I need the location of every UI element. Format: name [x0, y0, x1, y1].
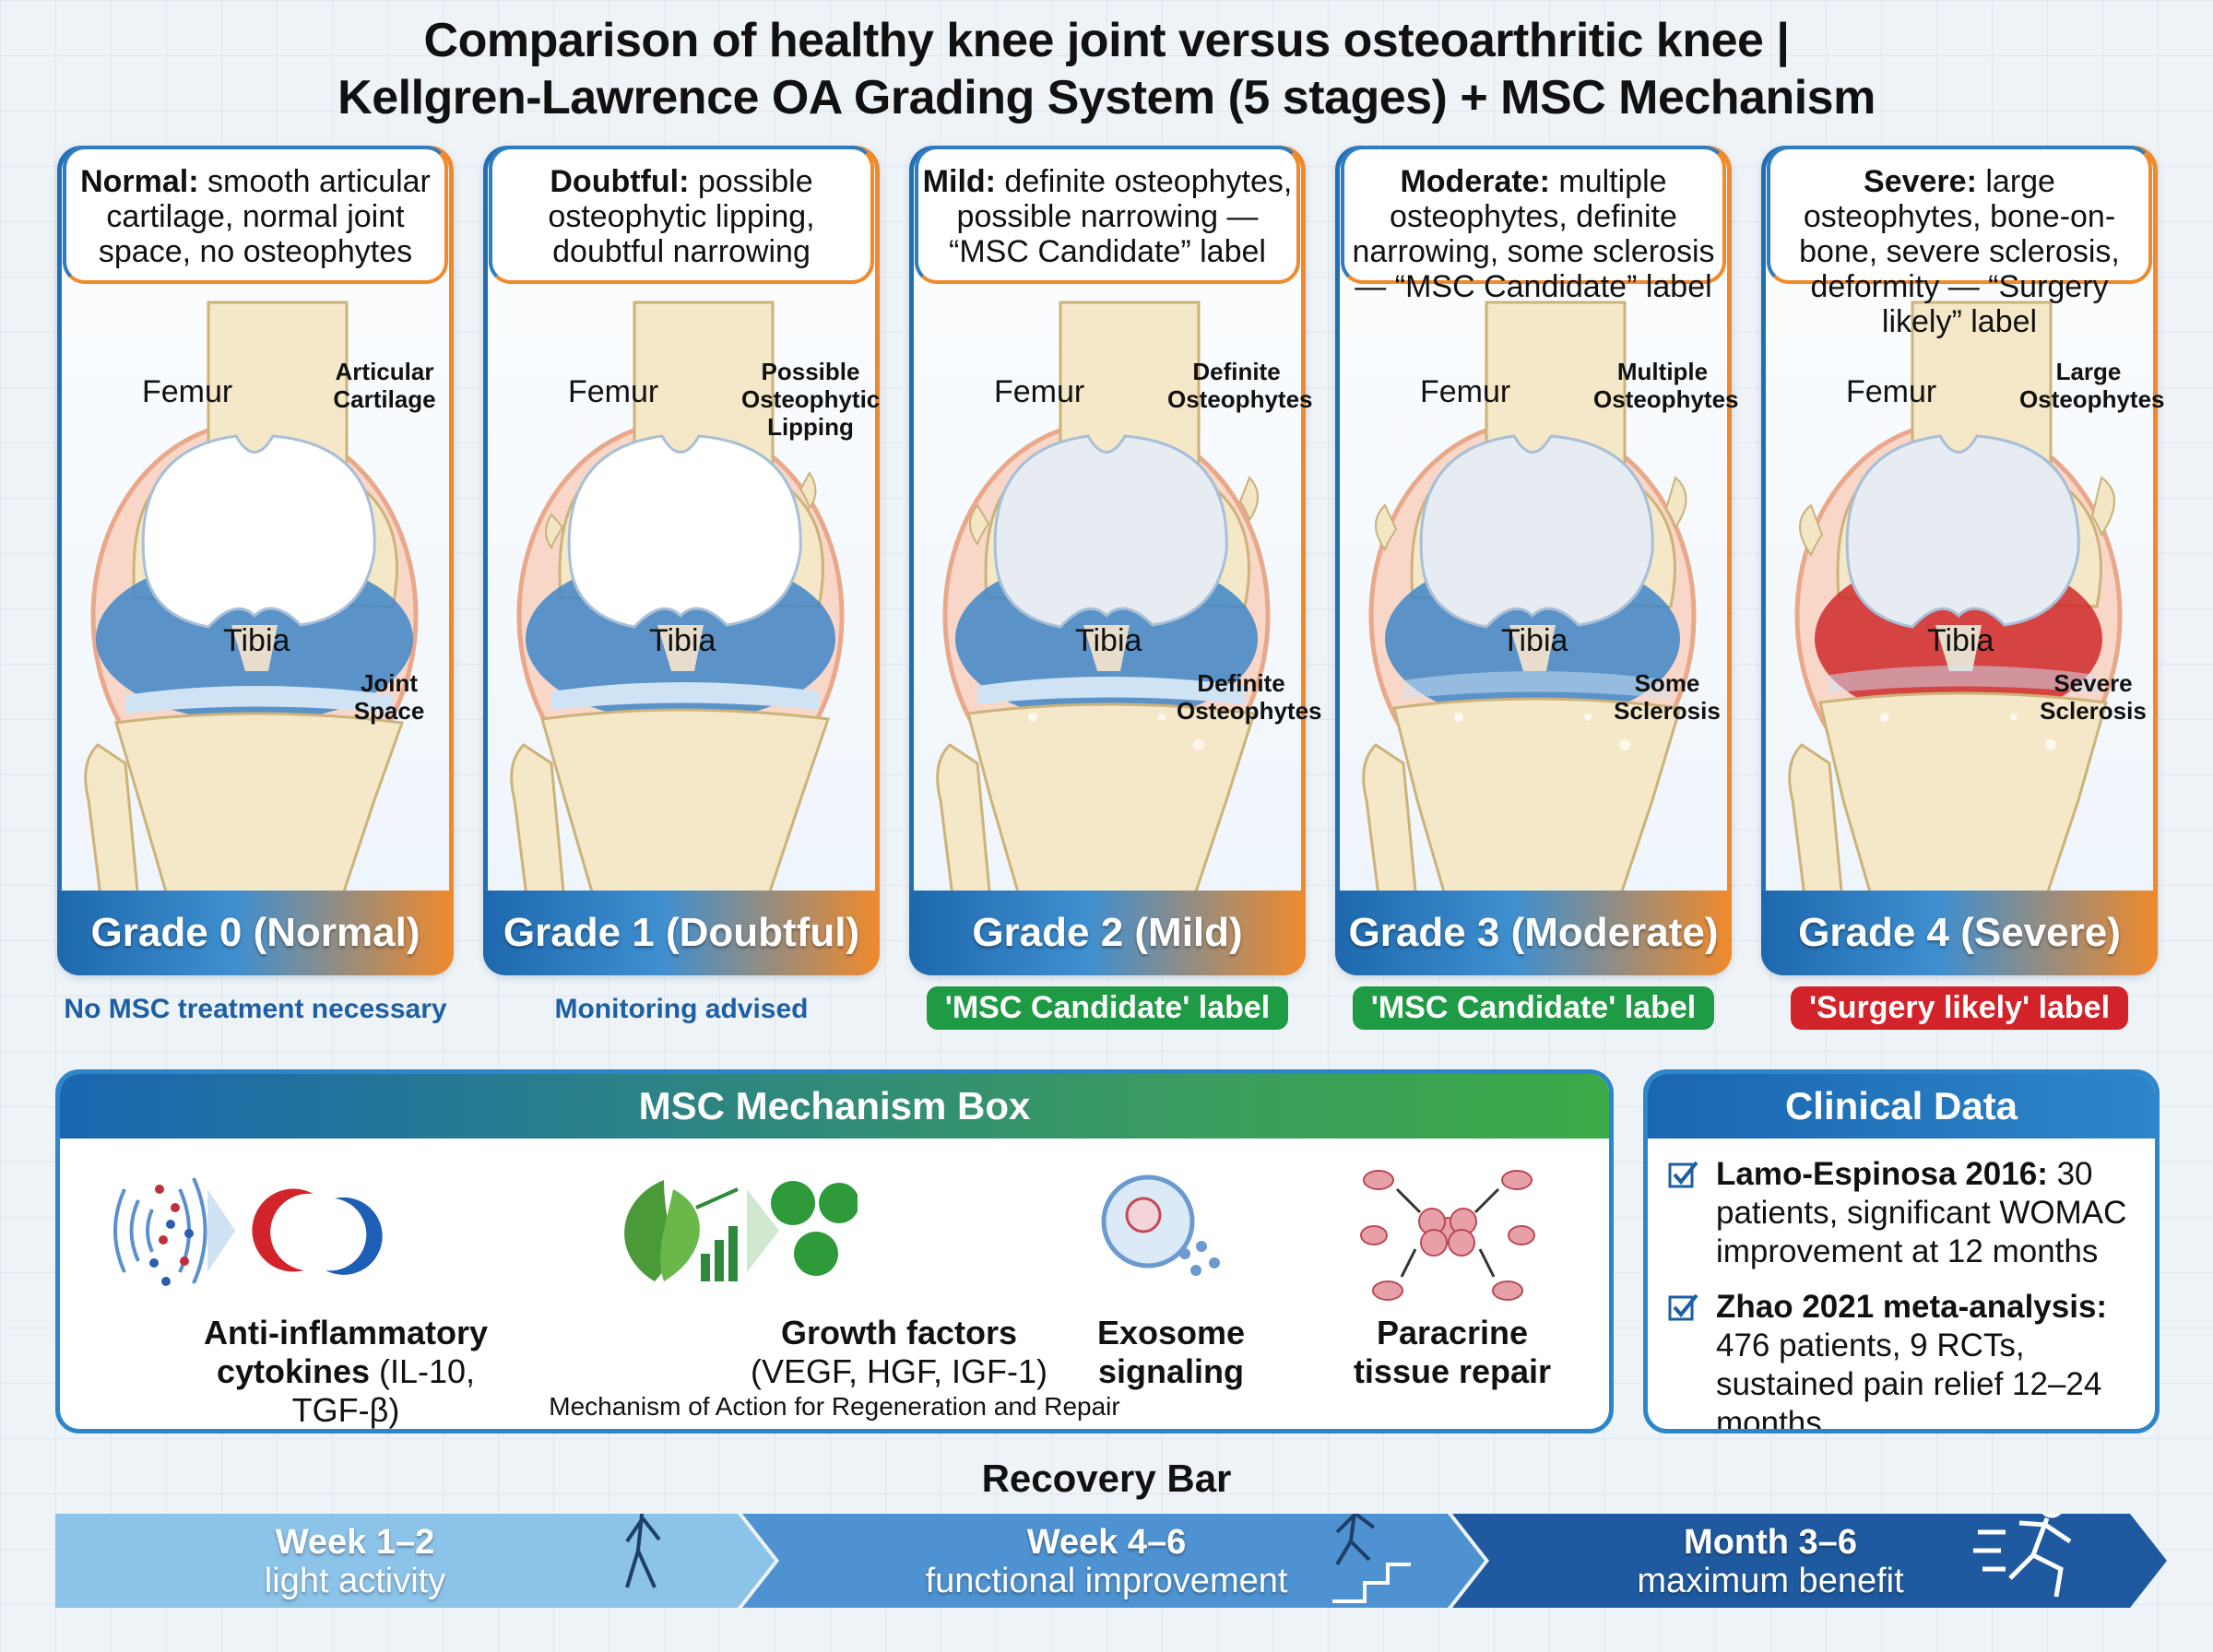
tibia-label: Tibia — [223, 623, 290, 658]
grade-description-callout: Moderate: multiple osteophytes, definite… — [1341, 146, 1726, 304]
mechanism-item-exosome: Exosome signaling — [1096, 1314, 1246, 1390]
grade-banner: Grade 2 (Mild) — [909, 891, 1306, 975]
msc-mechanism-box: MSC Mechanism Box Anti-inflamma — [55, 1069, 1614, 1434]
femur-label: Femur — [568, 374, 659, 409]
grade-description-callout: Severe: large osteophytes, bone-on-bone,… — [1767, 146, 2152, 339]
knee-joint-illustration — [936, 301, 1271, 911]
tibia-label: Tibia — [1501, 623, 1568, 658]
clinical-title: Clinical Data — [1648, 1074, 2155, 1139]
growth-factors-icon — [624, 1180, 858, 1281]
mechanism-item-growth-factors: Growth factors (VEGF, HGF, IGF-1) — [750, 1314, 1047, 1390]
status-text: No MSC treatment necessary — [64, 994, 447, 1024]
grade-status: 'MSC Candidate' label — [909, 986, 1306, 1030]
anti-inflammatory-icon — [113, 1177, 383, 1286]
pathology-label-top: Definite Osteophytes — [1167, 358, 1313, 413]
pathology-label-top: Possible Osteophytic Lipping — [741, 358, 881, 441]
pathology-label-bottom: Joint Space — [353, 669, 425, 725]
walking-person-icon — [625, 1514, 661, 1588]
stairs-person-icon — [1332, 1514, 1411, 1603]
recovery-bar-title: Recovery Bar — [981, 1457, 1232, 1500]
paracrine-icon — [1360, 1170, 1535, 1301]
grade-banner: Grade 3 (Moderate) — [1335, 891, 1732, 975]
knee-joint-illustration — [510, 301, 845, 911]
grade-banner: Grade 1 (Doubtful) — [483, 891, 880, 975]
femur-label: Femur — [142, 374, 233, 409]
grade-status: 'Surgery likely' label — [1761, 986, 2158, 1030]
checkbox-icon — [1668, 1293, 1698, 1321]
grade-description-callout: Mild: definite osteophytes, possible nar… — [915, 146, 1300, 284]
clinical-data-box: Clinical Data Lamo-Espinosa 2016: 30 pat… — [1643, 1069, 2160, 1434]
grade-status: 'MSC Candidate' label — [1335, 986, 1732, 1030]
femur-label: Femur — [1420, 374, 1511, 409]
grade-status: Monitoring advised — [483, 994, 880, 1025]
grade-description-callout: Normal: smooth articular cartilage, norm… — [63, 146, 448, 284]
page-title-line2: Kellgren-Lawrence OA Grading System (5 s… — [337, 71, 1876, 124]
page-title-line1: Comparison of healthy knee joint versus … — [423, 14, 1790, 67]
tibia-label: Tibia — [649, 623, 716, 658]
grade-banner: Grade 4 (Severe) — [1761, 891, 2158, 975]
pathology-label-bottom: Severe Sclerosis — [2040, 669, 2147, 725]
grade-card: Femur Tibia Possible Osteophytic Lipping… — [483, 146, 880, 975]
pathology-label-top: Articular Cartilage — [333, 358, 436, 413]
status-pill: 'MSC Candidate' label — [1352, 986, 1715, 1030]
tibia-label: Tibia — [1927, 623, 1994, 658]
grade-description-callout: Doubtful: possible osteophytic lipping, … — [489, 146, 874, 284]
exosome-icon — [1101, 1174, 1220, 1276]
grade-card: Femur Tibia Definite Osteophytes Definit… — [909, 146, 1322, 975]
knee-joint-illustration — [1788, 301, 2123, 911]
femur-label: Femur — [994, 374, 1085, 409]
mechanism-footer: Mechanism of Action for Regeneration and… — [549, 1392, 1120, 1421]
grade-card: Femur Tibia Multiple Osteophytes Some Sc… — [1335, 146, 1739, 975]
grade-banner: Grade 0 (Normal) — [57, 891, 454, 975]
pathology-label-top: Large Osteophytes — [2019, 358, 2165, 413]
tibia-label: Tibia — [1075, 623, 1142, 658]
mechanism-item-paracrine: Paracrine tissue repair — [1353, 1314, 1552, 1390]
pathology-label-top: Multiple Osteophytes — [1593, 358, 1739, 413]
grade-card: Femur Tibia Articular Cartilage Joint Sp… — [57, 146, 454, 975]
clinical-item-lamo: Lamo-Espinosa 2016: 30 patients, signifi… — [1668, 1155, 2144, 1271]
status-pill: 'MSC Candidate' label — [926, 986, 1289, 1030]
femur-label: Femur — [1846, 374, 1937, 409]
status-pill: 'Surgery likely' label — [1790, 986, 2129, 1030]
mechanism-item-anti-inflammatory: Anti-inflammatory cytokines (IL-10, TGF-… — [203, 1314, 489, 1429]
running-person-icon — [1973, 1514, 2072, 1598]
mechanism-title: MSC Mechanism Box — [60, 1074, 1609, 1139]
grade-status: No MSC treatment necessary — [57, 994, 454, 1025]
status-text: Monitoring advised — [554, 994, 809, 1024]
pathology-label-bottom: Some Sclerosis — [1614, 669, 1721, 725]
recovery-bar — [55, 1514, 2167, 1608]
knee-joint-illustration — [1362, 301, 1697, 911]
grade-card: Femur Tibia Large Osteophytes Severe Scl… — [1761, 146, 2165, 975]
knee-joint-illustration — [84, 301, 419, 911]
checkbox-icon — [1668, 1161, 1698, 1188]
pathology-label-bottom: Definite Osteophytes — [1177, 669, 1322, 725]
clinical-item-zhao: Zhao 2021 meta-analysis: 476 patients, 9… — [1668, 1288, 2144, 1429]
